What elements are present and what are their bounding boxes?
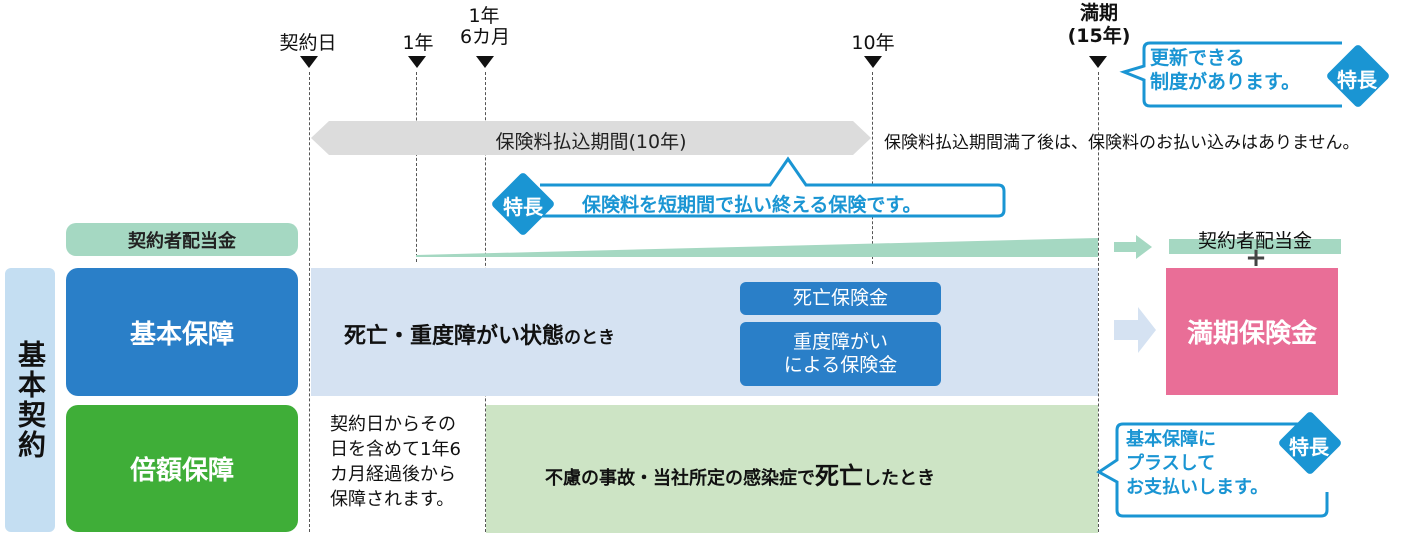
waiting-note-line: 契約日からその (330, 414, 456, 435)
marker-maturity-label-line1: 満期 (1079, 2, 1118, 24)
disability-benefit-box: 重度障がい による保険金 (740, 322, 941, 386)
basic-contract-side-label: 基本契約 (5, 268, 55, 532)
renewal-callout-text: 更新できる 制度があります。 (1150, 46, 1300, 94)
marker-year-1-6m-label-line2: 6カ月 (459, 26, 511, 48)
basic-contract-side-text: 基本契約 (14, 340, 47, 460)
marker-maturity-line (1098, 72, 1099, 532)
marker-contract-date-triangle-icon (300, 56, 318, 68)
maturity-benefit-box: 満期保険金 (1166, 268, 1338, 395)
marker-maturity-triangle-icon (1089, 56, 1107, 68)
marker-year-10-triangle-icon (864, 56, 882, 68)
waiting-note-line: カ月経過後から (330, 464, 456, 485)
marker-year-1-line (416, 72, 417, 262)
basic-coverage-label-text: 基本保障 (129, 319, 234, 350)
marker-year-1-triangle-icon (408, 56, 426, 68)
double-plus-callout-frame (1096, 422, 1329, 518)
marker-year-10-line (872, 72, 873, 264)
marker-contract-date-label: 契約日 (279, 32, 337, 54)
death-benefit-text: 死亡保険金 (792, 287, 888, 309)
double-coverage-label: 倍額保障 (66, 405, 298, 532)
premium-payment-period-band: 保険料払込期間(10年) (311, 121, 871, 155)
basic-coverage-label: 基本保障 (66, 268, 298, 396)
death-benefit-box: 死亡保険金 (740, 282, 941, 315)
double-coverage-band (486, 405, 1098, 533)
basic-coverage-condition: 死亡・重度障がい状態のとき (344, 318, 615, 350)
basic-coverage-band (311, 268, 1098, 396)
short-payment-callout-frame (540, 156, 1006, 218)
basic-condition-bold: 死亡・重度障がい状態 (344, 324, 565, 349)
premium-after-note: 保険料払込期間満了後は、保険料のお払い込みはありません。 (884, 133, 1360, 153)
double-plus-line1: 基本保障に (1126, 429, 1216, 450)
dividend-row-label: 契約者配当金 (66, 223, 298, 256)
double-condition-bold: 死亡 (815, 462, 863, 490)
maturity-benefit-label: 満期保険金 (1186, 319, 1317, 349)
marker-year-10-label: 10年 (851, 32, 895, 54)
disability-benefit-line2: による保険金 (783, 354, 898, 376)
waiting-note-line: 日を含めて1年6 (330, 439, 461, 460)
premium-payment-period-label: 保険料払込期間(10年) (495, 131, 687, 153)
dividend-label-text: 契約者配当金 (128, 230, 236, 252)
disability-benefit-line1: 重度障がい (792, 331, 888, 353)
marker-maturity-label-line2: (15年) (1067, 25, 1131, 47)
maturity-dividend-label: 契約者配当金 (1197, 230, 1312, 252)
renewal-callout-frame (1119, 41, 1342, 108)
double-coverage-label-text: 倍額保障 (129, 456, 234, 486)
double-condition-suffix: したとき (863, 468, 935, 489)
short-payment-text: 保険料を短期間で払い終える保険です。 (582, 194, 922, 216)
marker-year-1-6m-label-line1: 1年 (468, 5, 500, 27)
renewal-line2: 制度があります。 (1150, 71, 1301, 93)
renewal-line1: 更新できる (1150, 47, 1245, 69)
dividend-arrow-icon (1114, 235, 1152, 259)
feature-badge-label: 特長 (1289, 435, 1329, 459)
double-plus-text: 基本保障に プラスして お支払いします。 (1126, 428, 1268, 500)
waiting-note-line: 保障されます。 (330, 489, 455, 510)
double-coverage-waiting-note: 契約日からその 日を含めて1年6 カ月経過後から 保障されます。 (330, 412, 461, 512)
marker-contract-date-line (309, 72, 310, 532)
double-plus-line3: お支払いします。 (1126, 477, 1269, 498)
dividend-growth-wedge (416, 238, 1098, 257)
basic-condition-suffix: のとき (564, 328, 616, 348)
double-plus-line2: プラスして (1126, 453, 1216, 474)
maturity-arrow-icon (1114, 307, 1156, 353)
marker-year-1-label: 1年 (402, 32, 434, 54)
double-condition-prefix: 不慮の事故・当社所定の感染症で (545, 468, 815, 489)
feature-badge-label: 特長 (503, 195, 543, 219)
double-coverage-condition: 不慮の事故・当社所定の感染症で死亡したとき (545, 456, 935, 491)
plus-icon: + (1245, 243, 1267, 273)
maturity-dividend-bar (1169, 239, 1341, 254)
feature-badge-label: 特長 (1337, 68, 1377, 92)
marker-year-1-6m-triangle-icon (476, 56, 494, 68)
